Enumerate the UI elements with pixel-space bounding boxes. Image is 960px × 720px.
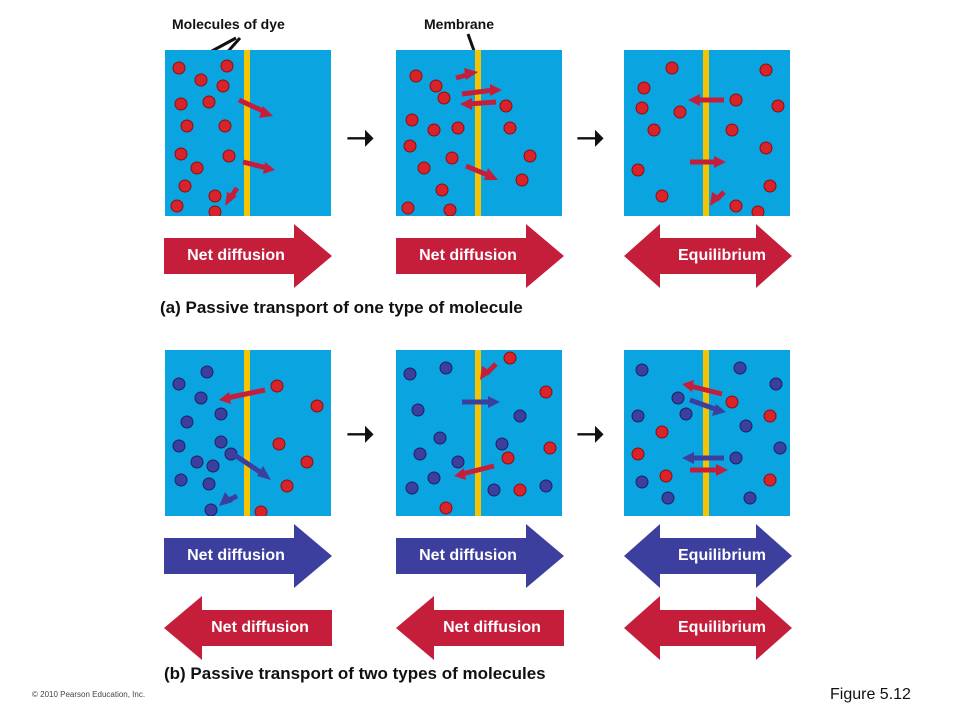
panel-b2 [396,350,562,516]
red-arrows [688,94,726,206]
panel-a2 [396,50,562,216]
arrows [682,380,728,476]
banner-b2-red: Net diffusion [396,596,564,660]
copyright-notice: © 2010 Pearson Education, Inc. [32,690,146,699]
panel-a3-graphic [631,50,785,216]
panel-b1 [165,350,331,516]
arrows [454,362,500,480]
banner-a1-label: Net diffusion [187,247,285,264]
panel-b3-graphic [631,350,787,516]
panel-b3 [624,350,790,516]
banner-a3-label: Equilibrium [678,247,766,264]
figure-number: Figure 5.12 [830,686,911,703]
banner-b1-red-label: Net diffusion [211,619,309,636]
caption-a: (a) Passive transport of one type of mol… [160,298,523,317]
membrane-bar [475,350,481,516]
banner-b2-red-label: Net diffusion [443,619,541,636]
molecules-of-dye-label: Molecules of dye [172,16,285,32]
membrane-bar [475,50,481,216]
red-molecules [170,59,236,216]
banner-b3-blue: Equilibrium [624,524,792,588]
banner-b2-blue: Net diffusion [396,524,564,588]
banner-b3-red: Equilibrium [624,596,792,660]
panel-a1 [165,50,331,216]
banner-a2-label: Net diffusion [419,247,517,264]
red-molecules [631,395,777,487]
red-molecules [631,61,785,216]
banner-b1-blue: Net diffusion [164,524,332,588]
panel-a1-graphic [170,50,275,216]
blue-molecules [172,365,238,516]
panel-b2-graphic [403,350,557,516]
step-arrow-a1: ➝ [346,119,375,157]
membrane-bar [703,350,709,516]
panel-a2-graphic [401,50,537,216]
banner-b1-blue-label: Net diffusion [187,547,285,564]
red-molecules [254,379,324,516]
banner-a2: Net diffusion [396,224,564,288]
blue-molecules [403,361,553,497]
membrane-bar [703,50,709,216]
blue-molecules [631,361,787,505]
red-molecules [439,351,557,515]
membrane-bar [244,50,250,216]
panel-a3 [624,50,790,216]
caption-b: (b) Passive transport of two types of mo… [164,664,546,683]
membrane-bar [244,350,250,516]
banner-b3-blue-label: Equilibrium [678,547,766,564]
banner-b1-red: Net diffusion [164,596,332,660]
banner-b2-blue-label: Net diffusion [419,547,517,564]
step-arrow-a2: ➝ [576,119,605,157]
membrane-label: Membrane [424,16,495,32]
banner-a1: Net diffusion [164,224,332,288]
banner-a3: Equilibrium [624,224,792,288]
red-molecules [401,69,537,216]
step-arrow-b1: ➝ [346,415,375,453]
panel-b1-graphic [172,350,324,516]
step-arrow-b2: ➝ [576,415,605,453]
red-arrows [455,68,502,180]
arrows [219,387,271,506]
red-arrows [225,97,275,206]
banner-b3-red-label: Equilibrium [678,619,766,636]
